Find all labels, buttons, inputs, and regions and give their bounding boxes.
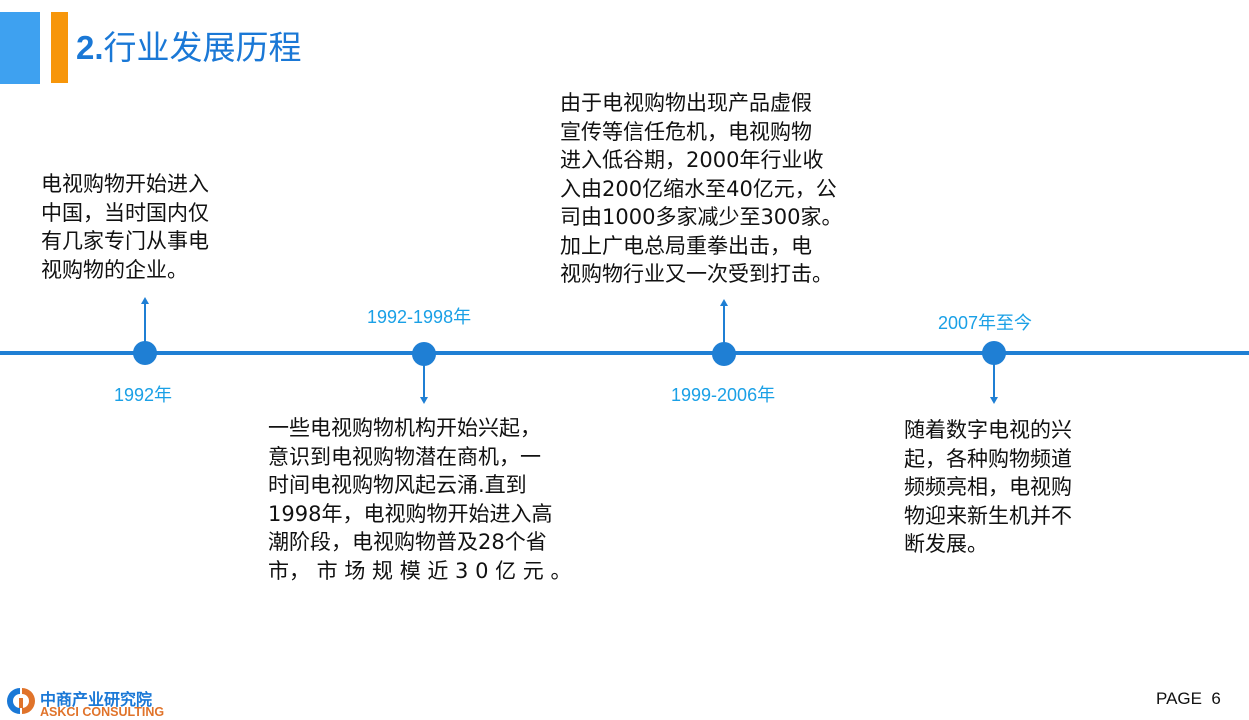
- period-label-1992-1998: 1992-1998年: [367, 307, 472, 327]
- event-description-1992-1998: 一些电视购物机构开始兴起， 意识到电视购物潜在商机，一 时间电视购物风起云涌.直…: [268, 416, 572, 583]
- arrow-up-icon: [141, 297, 149, 304]
- timeline-line: [0, 351, 1249, 355]
- title-number: 2.: [76, 29, 104, 66]
- logo-text-en: ASKCI CONSULTING: [40, 705, 165, 719]
- period-label-1999-2006: 1999-2006年: [671, 385, 776, 405]
- arrow-shaft-down: [993, 364, 995, 398]
- timeline-dot-1992: [133, 341, 157, 365]
- arrow-down-icon: [420, 397, 428, 404]
- arrow-shaft-up: [723, 305, 725, 343]
- page-number: PAGE 6: [1156, 689, 1221, 708]
- askci-logo-icon: [7, 688, 35, 714]
- timeline-dot-1992-1998: [412, 342, 436, 366]
- logo-text-cn: 中商产业研究院: [40, 690, 153, 709]
- period-label-1992: 1992年: [114, 385, 173, 405]
- arrow-down-icon: [990, 397, 998, 404]
- arrow-up-icon: [720, 299, 728, 306]
- header-accent-bar-blue: [0, 12, 40, 84]
- arrow-shaft-down: [423, 364, 425, 397]
- page-title: 2.行业发展历程: [76, 26, 302, 70]
- header-accent-bar-orange: [51, 12, 68, 83]
- event-description-1992: 电视购物开始进入 中国，当时国内仅 有几家专门从事电 视购物的企业。: [41, 172, 209, 282]
- event-description-1999-2006: 由于电视购物出现产品虚假 宣传等信任危机，电视购物 进入低谷期，2000年行业收…: [560, 91, 843, 286]
- title-text: 行业发展历程: [103, 28, 302, 67]
- timeline-dot-2007: [982, 341, 1006, 365]
- event-description-2007: 随着数字电视的兴 起，各种购物频道 频频亮相，电视购 物迎来新生机并不 断发展。: [904, 418, 1072, 556]
- period-label-2007: 2007年至今: [938, 313, 1033, 333]
- arrow-shaft-up: [144, 302, 146, 342]
- timeline-dot-1999-2006: [712, 342, 736, 366]
